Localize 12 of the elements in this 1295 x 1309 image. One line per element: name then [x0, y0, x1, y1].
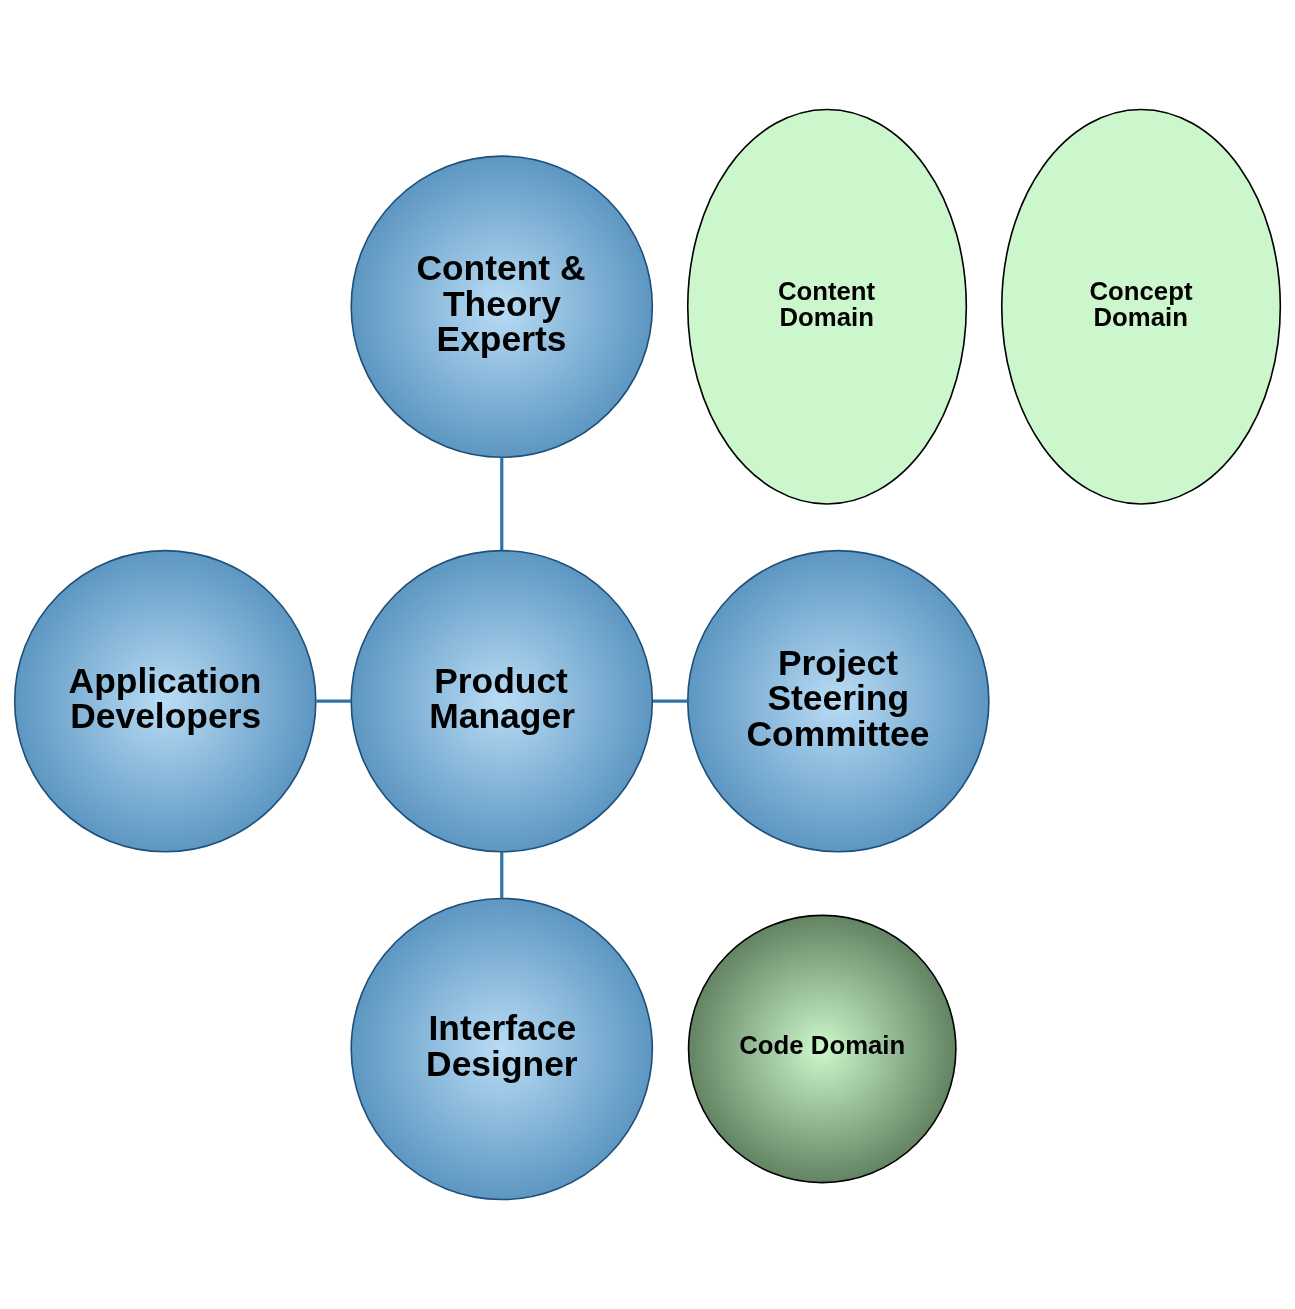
node-circle: Code Domain [687, 914, 957, 1184]
connector [316, 699, 352, 703]
node-ellipse: Content Domain [686, 108, 968, 505]
node-circle: Interface Designer [350, 897, 654, 1201]
node-circle: Content & Theory Experts [350, 155, 654, 459]
node-circle: Project Steering Committee [686, 549, 990, 853]
connector [652, 699, 688, 703]
connector [500, 851, 504, 899]
node-circle: Application Developers [13, 549, 317, 853]
connector [500, 457, 504, 551]
node-ellipse: Concept Domain [1000, 108, 1282, 505]
node-circle: Product Manager [350, 549, 654, 853]
